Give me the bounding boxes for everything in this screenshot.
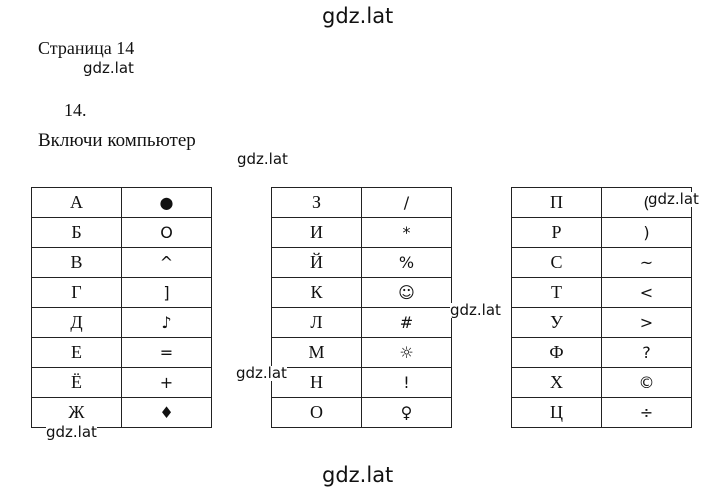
table-row: А● (31, 187, 212, 218)
letter-cell: М (271, 337, 362, 368)
code-table-body: З/И*Й%К☺Л#М☼Н!О♀ (271, 187, 452, 428)
watermark-instruction: gdz.lat (237, 150, 288, 168)
letter-cell: Р (511, 217, 602, 248)
letter-cell: Т (511, 277, 602, 308)
table-row: Н! (271, 367, 452, 398)
table-row: Ж♦ (31, 397, 212, 428)
watermark-top: gdz.lat (322, 4, 394, 28)
letter-cell: К (271, 277, 362, 308)
letter-cell: З (271, 187, 362, 218)
letter-cell: Й (271, 247, 362, 278)
table-row: Д♪ (31, 307, 212, 338)
letter-cell: Л (271, 307, 362, 338)
symbol-cell: % (361, 247, 452, 278)
symbol-cell: ~ (601, 247, 692, 278)
letter-cell: Б (31, 217, 122, 248)
symbol-cell: ☺ (361, 277, 452, 308)
table-row: Х© (511, 367, 692, 398)
letter-cell: Ц (511, 397, 602, 428)
letter-cell: О (271, 397, 362, 428)
letter-cell: Ф (511, 337, 602, 368)
symbol-cell: © (601, 367, 692, 398)
symbol-cell: > (601, 307, 692, 338)
watermark-table1: gdz.lat (46, 423, 97, 441)
table-row: В^ (31, 247, 212, 278)
table-row: Л# (271, 307, 452, 338)
symbol-cell: ? (601, 337, 692, 368)
symbol-cell: ÷ (601, 397, 692, 428)
symbol-cell: ! (361, 367, 452, 398)
symbol-cell: < (601, 277, 692, 308)
table-row: Е= (31, 337, 212, 368)
table-row: Ё+ (31, 367, 212, 398)
table-row: И* (271, 217, 452, 248)
symbol-cell: ♀ (361, 397, 452, 428)
table-row: Й% (271, 247, 452, 278)
table-row: Т< (511, 277, 692, 308)
symbol-cell: ) (601, 217, 692, 248)
letter-cell: С (511, 247, 602, 278)
page-label: Страница 14 (38, 38, 135, 58)
instruction-text: Включи компьютер (38, 130, 196, 151)
symbol-cell: ♪ (121, 307, 212, 338)
table-row: О♀ (271, 397, 452, 428)
watermark-bottom: gdz.lat (322, 463, 394, 487)
table-row: Г] (31, 277, 212, 308)
watermark-table2-right: gdz.lat (450, 301, 501, 319)
table-row: Ц÷ (511, 397, 692, 428)
letter-cell: Е (31, 337, 122, 368)
table-row: Р) (511, 217, 692, 248)
letter-cell: П (511, 187, 602, 218)
code-table-body: П(Р)С~Т<У>Ф?Х©Ц÷ (511, 187, 692, 428)
symbol-cell: / (361, 187, 452, 218)
symbol-cell: # (361, 307, 452, 338)
symbol-cell: ^ (121, 247, 212, 278)
symbol-cell: ♦ (121, 397, 212, 428)
table-row: М☼ (271, 337, 452, 368)
letter-cell: И (271, 217, 362, 248)
letter-cell: Ё (31, 367, 122, 398)
table-row: З/ (271, 187, 452, 218)
task-number: 14. (64, 100, 87, 120)
watermark-table2-left: gdz.lat (236, 364, 287, 382)
symbol-cell: ] (121, 277, 212, 308)
table-row: Ф? (511, 337, 692, 368)
table-row: С~ (511, 247, 692, 278)
watermark-table3: gdz.lat (648, 190, 699, 208)
letter-cell: Д (31, 307, 122, 338)
letter-cell: Ж (31, 397, 122, 428)
table-row: У> (511, 307, 692, 338)
table-row: К☺ (271, 277, 452, 308)
code-table-2: З/И*Й%К☺Л#М☼Н!О♀ (271, 187, 452, 428)
symbol-cell: = (121, 337, 212, 368)
symbol-cell: ☼ (361, 337, 452, 368)
letter-cell: У (511, 307, 602, 338)
letter-cell: Г (31, 277, 122, 308)
symbol-cell: О (121, 217, 212, 248)
symbol-cell: * (361, 217, 452, 248)
letter-cell: Х (511, 367, 602, 398)
letter-cell: А (31, 187, 122, 218)
code-table-3: П(Р)С~Т<У>Ф?Х©Ц÷ (511, 187, 692, 428)
symbol-cell: ● (121, 187, 212, 218)
watermark-page-label: gdz.lat (83, 59, 134, 77)
letter-cell: В (31, 247, 122, 278)
symbol-cell: + (121, 367, 212, 398)
